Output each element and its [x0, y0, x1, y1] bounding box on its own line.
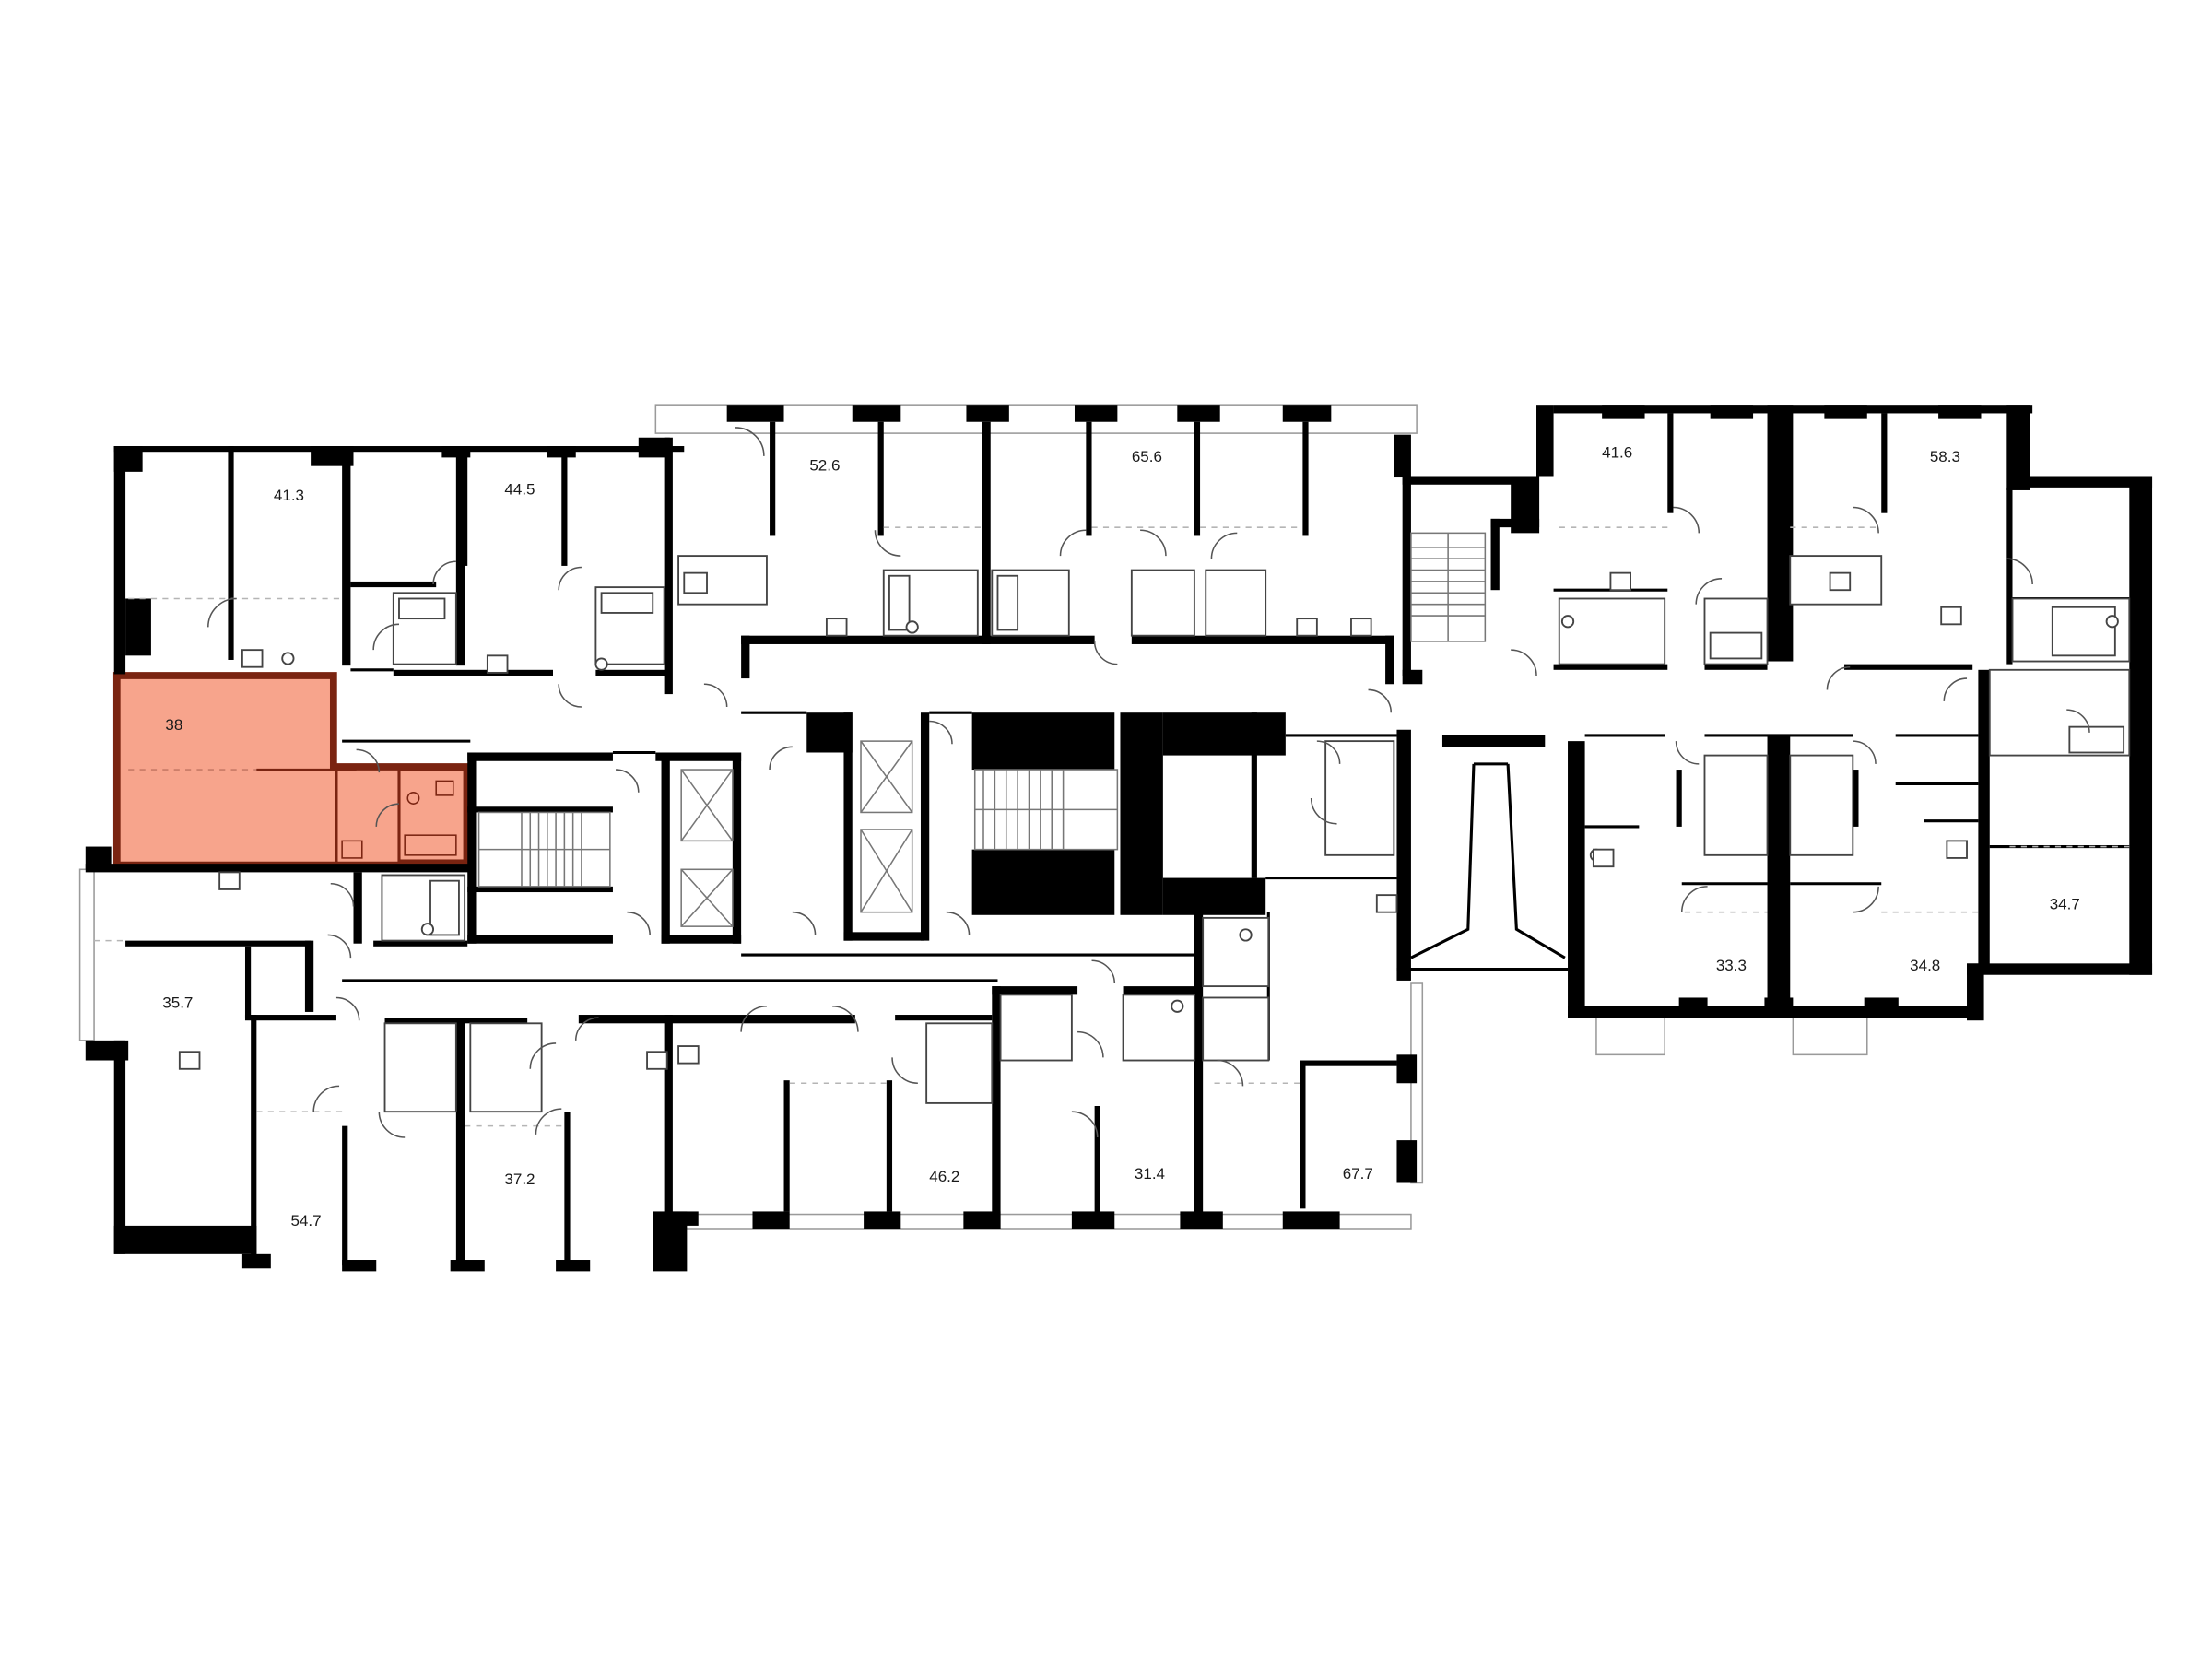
apartment-area-label[interactable]: 67.7	[1343, 1165, 1373, 1182]
elevators	[680, 740, 913, 927]
apartment-area-label[interactable]: 37.2	[504, 1171, 535, 1188]
apartment-area-label[interactable]: 65.6	[1132, 448, 1162, 465]
apartment-area-label[interactable]: 44.5	[504, 481, 535, 499]
apartment-area-label[interactable]: 58.3	[1930, 448, 1960, 465]
interior-walls	[85, 413, 2013, 1269]
apartment-area-label[interactable]: 41.3	[274, 487, 304, 504]
apartment-area-label[interactable]: 34.7	[2050, 896, 2080, 913]
exterior-walls	[85, 405, 2153, 1272]
apartment-area-label[interactable]: 52.6	[809, 456, 840, 474]
kitchen-stoves	[178, 571, 1968, 1070]
apartment-area-label[interactable]: 41.6	[1602, 443, 1632, 461]
apartment-area-label[interactable]: 35.7	[162, 994, 193, 1011]
apartment-area-label[interactable]: 33.3	[1716, 957, 1747, 974]
apartment-area-label[interactable]: 31.4	[1135, 1165, 1165, 1182]
bathroom-fixtures	[281, 555, 2131, 1113]
apartment-area-label[interactable]: 54.7	[290, 1212, 321, 1230]
apartment-area-label[interactable]: 46.2	[929, 1168, 959, 1185]
apartment-area-label[interactable]: 34.8	[1910, 957, 1940, 974]
apartment-labels: 38 41.3 44.5 52.6 65.6 41.6 58.3 34.7 33…	[162, 443, 2080, 1230]
apartment-38-highlight[interactable]	[112, 672, 472, 869]
door-swings	[207, 427, 2090, 1138]
apartment-area-label-38: 38	[165, 716, 182, 734]
stairwells	[477, 532, 1487, 888]
